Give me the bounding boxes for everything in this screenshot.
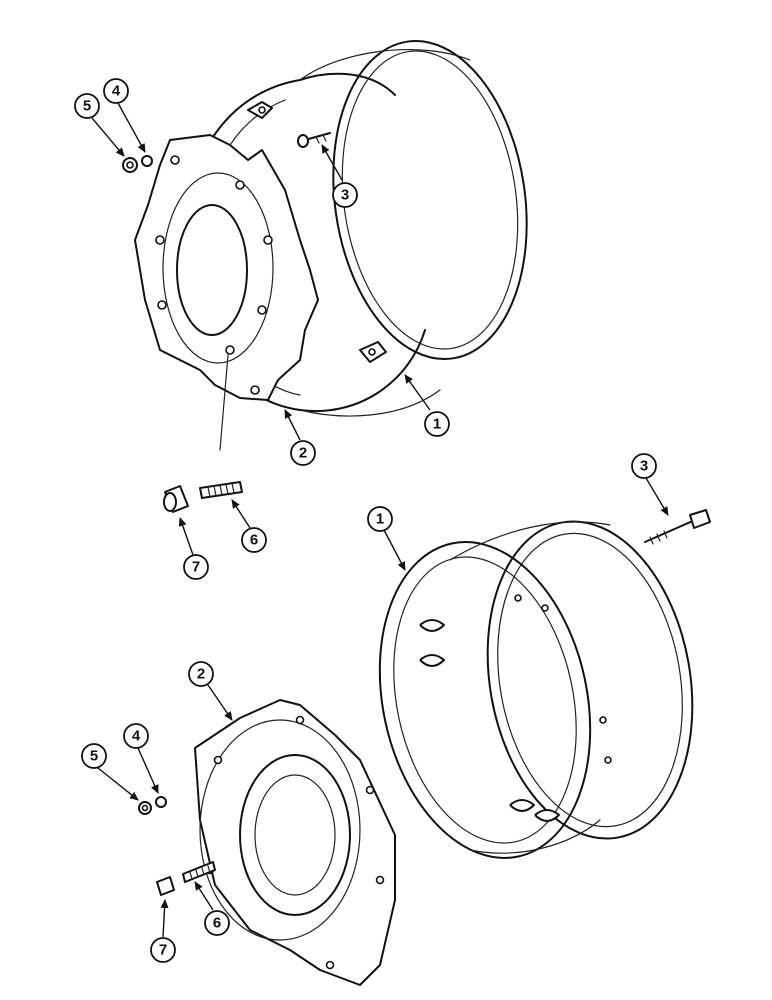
stud-nut-bottom	[156, 861, 216, 896]
svg-text:2: 2	[197, 666, 205, 683]
leader-lines	[91, 102, 669, 938]
rim-bottom	[378, 520, 694, 859]
svg-text:6: 6	[213, 915, 221, 932]
callout-7-top: 7	[183, 554, 209, 580]
svg-text:4: 4	[112, 83, 121, 100]
svg-text:3: 3	[341, 187, 349, 204]
bolt-right	[644, 509, 711, 545]
callout-5-top: 5	[74, 93, 100, 119]
callout-1-bottom: 1	[367, 506, 393, 532]
callout-1-top: 1	[424, 411, 450, 437]
bolt-top	[297, 132, 331, 148]
callout-6-top: 6	[241, 527, 267, 553]
stud-nut-top	[163, 354, 243, 513]
svg-text:1: 1	[376, 511, 384, 528]
svg-text:7: 7	[192, 559, 200, 576]
svg-text:3: 3	[640, 458, 648, 475]
callout-3-top: 3	[332, 182, 358, 208]
callout-2-bottom: 2	[188, 661, 214, 687]
center-plate-bottom	[194, 699, 396, 986]
callout-6-bottom: 6	[204, 910, 230, 936]
callout-2-top: 2	[290, 440, 316, 466]
center-disc-top	[134, 134, 319, 401]
svg-text:7: 7	[159, 942, 167, 959]
callout-4-top: 4	[103, 78, 129, 104]
svg-text:1: 1	[433, 416, 441, 433]
svg-text:2: 2	[299, 445, 307, 462]
nut-washer-bottom	[138, 796, 167, 815]
svg-text:5: 5	[83, 98, 91, 115]
svg-text:5: 5	[90, 748, 98, 765]
svg-text:4: 4	[132, 728, 141, 745]
svg-text:6: 6	[250, 532, 258, 549]
nut-washer-top	[122, 155, 153, 173]
callout-7-bottom: 7	[150, 937, 176, 963]
callout-4-bottom: 4	[123, 723, 149, 749]
callout-5-bottom: 5	[81, 743, 107, 769]
callout-3-right: 3	[631, 453, 657, 479]
